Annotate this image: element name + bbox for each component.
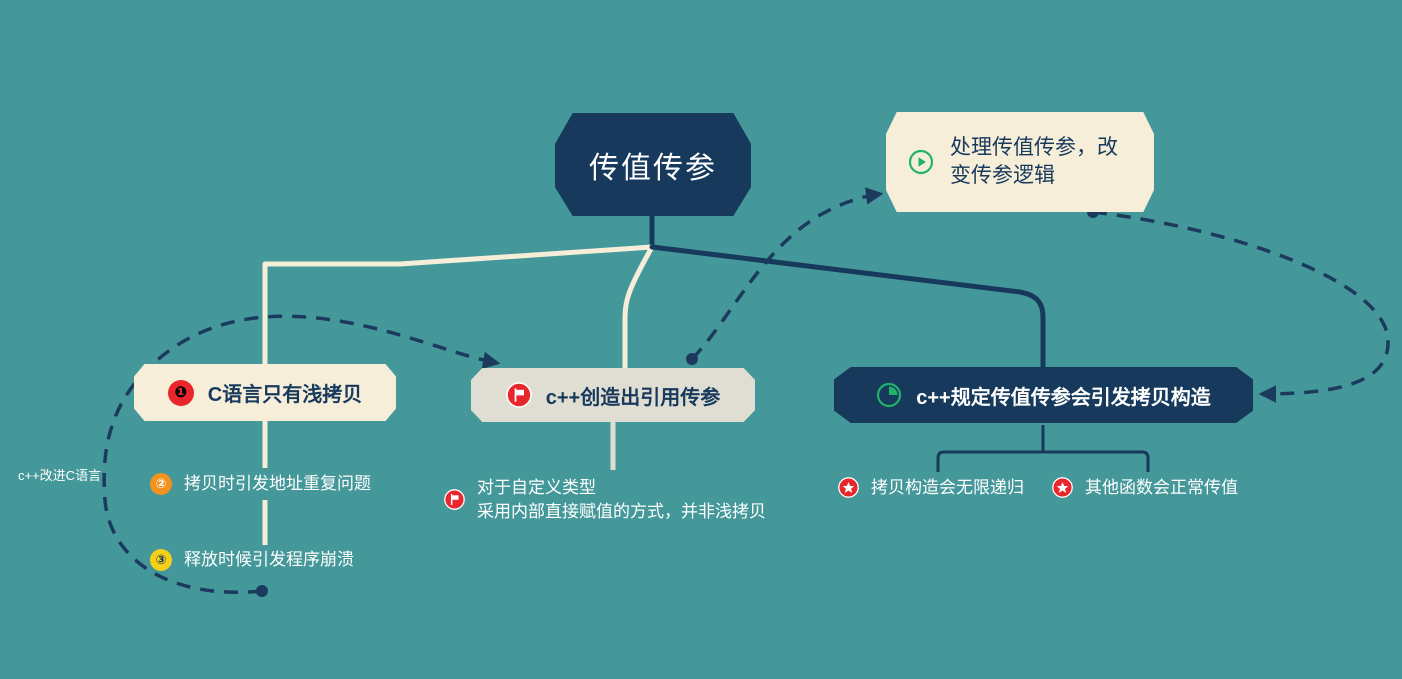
leaf-infinite-recursion-label: 拷贝构造会无限递归 [871, 478, 1024, 497]
star-circle-icon [1052, 477, 1073, 499]
node-branch-cpp-reference-label: c++创造出引用传参 [545, 386, 721, 409]
edge-branch3-bracket [936, 450, 1150, 472]
dashed-edge-cpp-to-note [690, 187, 884, 361]
leaf-custom-type-assign-label: 对于自定义类型 采用内部直接赋值的方式，并非浅拷贝 [477, 478, 766, 521]
dashed-edge-note-to-copyctor [1092, 210, 1390, 403]
number-badge-1: ❶ [167, 379, 194, 406]
edge-root-to-branch2 [622, 244, 655, 373]
leaf-release-crash[interactable]: ③ 释放时候引发程序崩溃 [150, 548, 354, 572]
node-branch-c-shallow-copy[interactable]: ❶ C语言只有浅拷贝 [134, 364, 396, 421]
play-circle-icon [908, 149, 934, 175]
edge-label-cpp-improves-c: c++改进C语言 [18, 465, 101, 484]
leaf-custom-type-assign[interactable]: 对于自定义类型 采用内部直接赋值的方式，并非浅拷贝 [444, 476, 766, 524]
flag-circle-icon [505, 382, 532, 408]
edge-root-to-branch3 [649, 244, 1046, 370]
number-badge-2: ② [150, 472, 172, 495]
node-branch-cpp-copy-ctor[interactable]: c++规定传值传参会引发拷贝构造 [834, 367, 1253, 423]
node-branch-cpp-copy-ctor-label: c++规定传值传参会引发拷贝构造 [916, 386, 1211, 409]
number-badge-3: ③ [150, 548, 172, 571]
dash-origin-dot-left [256, 585, 268, 597]
node-branch-c-shallow-copy-label: C语言只有浅拷贝 [207, 384, 363, 406]
edge-root-to-branch1 [262, 244, 655, 368]
pie-circle-icon [876, 382, 902, 408]
star-circle-icon [838, 477, 859, 499]
leaf-address-duplicate-label: 拷贝时引发地址重复问题 [184, 474, 371, 493]
leaf-address-duplicate[interactable]: ② 拷贝时引发地址重复问题 [150, 472, 371, 496]
node-root-label: 传值传参 [589, 151, 717, 185]
node-top-right-note[interactable]: 处理传值传参，改 变传参逻辑 [886, 112, 1154, 212]
node-root[interactable]: 传值传参 [555, 113, 751, 216]
node-top-right-note-label: 处理传值传参，改 变传参逻辑 [950, 135, 1118, 187]
leaf-infinite-recursion[interactable]: 拷贝构造会无限递归 [838, 476, 1024, 500]
leaf-release-crash-label: 释放时候引发程序崩溃 [184, 550, 354, 569]
flag-circle-icon [444, 489, 465, 511]
dash-origin-dot-middle [686, 353, 698, 365]
node-branch-cpp-reference[interactable]: c++创造出引用传参 [471, 368, 755, 422]
edge-label-cpp-improves-c-text: c++改进C语言 [18, 468, 102, 483]
leaf-other-functions-pass-by-value-label: 其他函数会正常传值 [1085, 478, 1238, 497]
leaf-other-functions-pass-by-value[interactable]: 其他函数会正常传值 [1052, 476, 1238, 500]
